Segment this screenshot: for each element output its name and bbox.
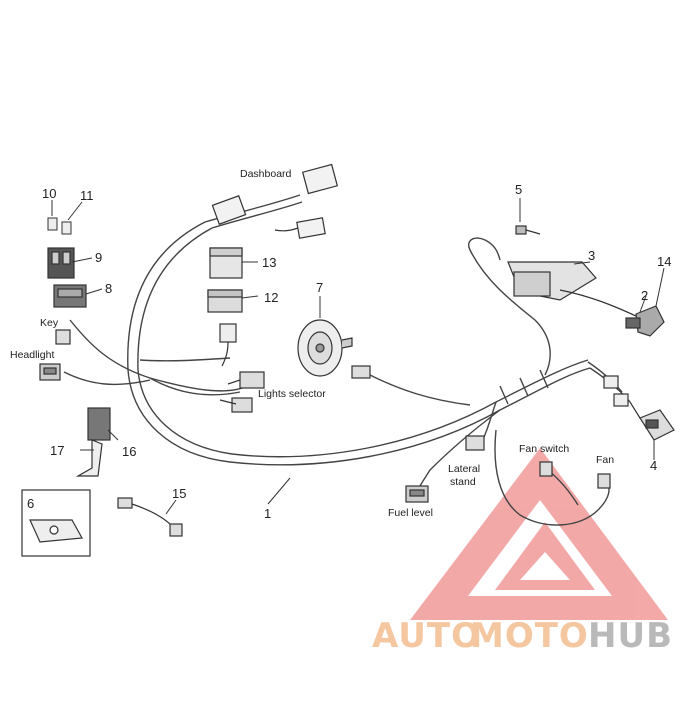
part-number-11: 11 <box>80 188 94 203</box>
label-lateral-stand-line2: stand <box>450 476 476 488</box>
watermark-wordmark: AUTO MOTO HUB <box>372 616 673 656</box>
label-lateral-stand-line1: Lateral <box>448 463 480 475</box>
watermark-text-auto: AUTO <box>372 616 481 656</box>
connector-labels: Dashboard Key Headlight Lights selector … <box>10 168 614 519</box>
connector-8 <box>53 284 87 308</box>
label-fan: Fan <box>596 454 614 466</box>
leader-lines <box>51 198 665 515</box>
label-lights-selector: Lights selector <box>258 388 326 400</box>
watermark-text-hub: HUB <box>588 616 673 656</box>
part-number-2: 2 <box>641 288 648 303</box>
horn-7 <box>297 319 353 377</box>
fuel-level-connector <box>405 485 429 503</box>
part-number-1: 1 <box>264 506 271 521</box>
fuse-11 <box>61 221 72 235</box>
wire-15 <box>117 497 183 537</box>
part-number-9: 9 <box>95 250 102 265</box>
part-number-3: 3 <box>588 248 595 263</box>
fuse-holder-9 <box>47 247 75 279</box>
relay-13 <box>209 247 243 279</box>
watermark-text-moto: MOTO <box>470 616 589 656</box>
part-number-14: 14 <box>657 254 671 269</box>
key-connector <box>55 329 71 345</box>
fuse-10 <box>47 217 58 231</box>
watermark-triangle-inner <box>495 522 595 590</box>
part-numbers: 1 2 3 4 5 6 7 8 9 10 11 12 13 14 15 16 1… <box>27 182 671 521</box>
fan-switch-connector <box>539 461 553 477</box>
label-fuel-level: Fuel level <box>388 507 433 519</box>
label-headlight: Headlight <box>10 349 54 361</box>
part-number-15: 15 <box>172 486 186 501</box>
label-key: Key <box>40 317 59 329</box>
horn-connector <box>351 365 371 379</box>
lights-selector-connectors <box>219 371 265 413</box>
watermark-triangle-outer <box>410 448 668 620</box>
watermark-logo <box>410 448 668 620</box>
part-number-16: 16 <box>122 444 136 459</box>
label-fan-switch: Fan switch <box>519 443 569 455</box>
dashboard-connectors <box>211 163 339 239</box>
module-16 <box>87 407 111 441</box>
part-number-7: 7 <box>316 280 323 295</box>
part-number-12: 12 <box>264 290 278 305</box>
ignition-coil-3 <box>507 261 641 319</box>
connector-4 <box>629 401 675 441</box>
connector-under-relay <box>219 323 237 367</box>
bracket-17 <box>75 439 103 477</box>
clip-6-box <box>21 489 91 557</box>
lateral-stand-connector <box>465 435 485 451</box>
part-number-6: 6 <box>27 496 34 511</box>
headlight-connector <box>39 363 61 381</box>
label-dashboard: Dashboard <box>240 168 292 180</box>
part-number-13: 13 <box>262 255 276 270</box>
part-number-17: 17 <box>50 443 64 458</box>
relay-12 <box>207 289 243 313</box>
part-number-4: 4 <box>650 458 657 473</box>
fan-connector <box>597 473 611 489</box>
right-branch-connectors <box>603 375 629 407</box>
spark-plug-cap-14 <box>625 305 665 337</box>
bolt-5 <box>515 225 541 235</box>
part-number-10: 10 <box>42 186 56 201</box>
part-number-8: 8 <box>105 281 112 296</box>
part-number-5: 5 <box>515 182 522 197</box>
